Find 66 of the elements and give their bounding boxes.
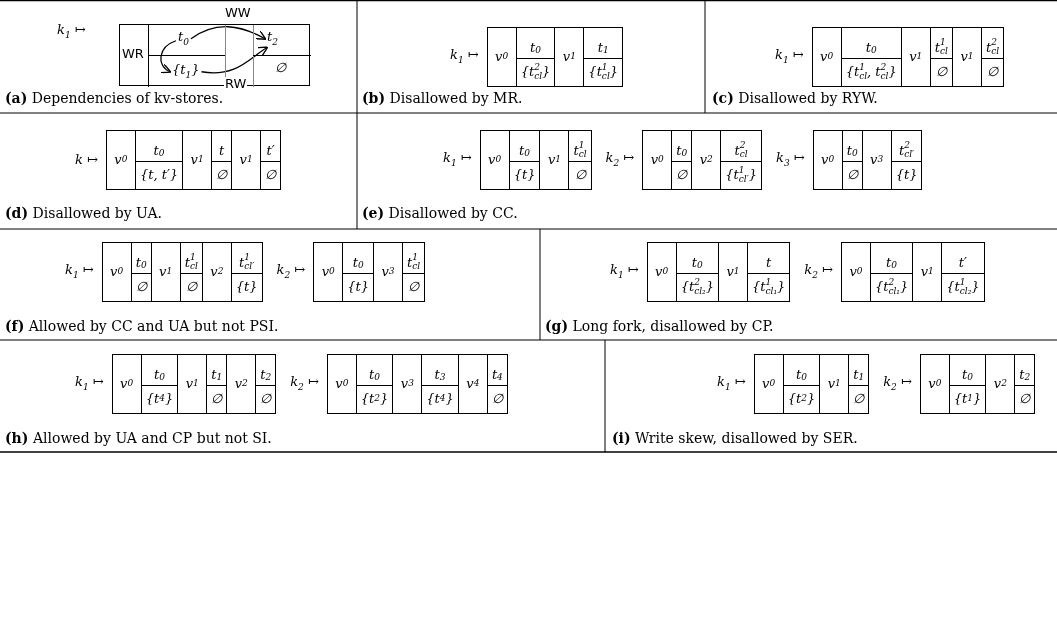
caption: (a) Dependencies of kv-stores. <box>5 90 224 106</box>
table-cell-text: ∅ <box>215 166 229 185</box>
table-cell-text: ∅ <box>986 63 1000 82</box>
math-label: k$_{1}$ ↦ <box>717 375 746 393</box>
math-label: k$_{1}$ ↦ <box>610 263 639 281</box>
caption: (e) Disallowed by CC. <box>362 205 518 221</box>
table-cell-text: {t$^{1}$$_{cl′}$} <box>724 164 758 187</box>
table-cell-text: {t$^{1}$$_{cl₁}$} <box>750 276 787 299</box>
arrow <box>159 40 177 73</box>
math-label: k$_{1}$ ↦ <box>775 48 804 66</box>
table-cell-text: {t$^{1}$$_{cl}$, t$^{2}$$_{cl}$} <box>844 61 898 84</box>
table-cell-text: ∅ <box>490 390 505 409</box>
table-cell-text: ∅ <box>210 390 224 409</box>
math-label: k$_{1}$ ↦ <box>65 263 94 281</box>
table-cell-text: ∅ <box>264 166 278 185</box>
math-label: k$_{1}$ ↦ <box>450 48 479 66</box>
table-cell-text: {t$^{2}$$_{cl₂}$} <box>679 276 715 299</box>
table-cell-text: {t$^{1}$$_{cl₂}$} <box>945 276 981 299</box>
table-cell-text: {t} <box>234 278 259 297</box>
table-cell-text: ∅ <box>845 166 860 185</box>
edge-label: RW <box>224 77 248 90</box>
table-cell-text: ∅ <box>675 166 689 185</box>
table-cell: t <box>212 131 232 162</box>
caption: (d) Disallowed by UA. <box>5 205 163 221</box>
caption: (b) Disallowed by MR. <box>362 90 523 106</box>
table-cell-text: ∅ <box>184 278 199 297</box>
table-cell-text: ∅ <box>934 63 949 82</box>
caption: (g) Long fork, disallowed by CP. <box>545 318 774 334</box>
caption: (i) Write skew, disallowed by SER. <box>612 430 858 446</box>
table-cell-text: {t} <box>512 166 537 185</box>
math-label: ∅ <box>273 61 288 76</box>
arrow <box>190 26 267 40</box>
math-label: k$_{2}$ ↦ <box>605 151 635 169</box>
math-label: t$_{2}$ <box>265 30 280 48</box>
caption: (c) Disallowed by RYW. <box>712 90 878 106</box>
table-cell-text: ∅ <box>573 166 588 185</box>
math-label: k$_{1}$ ↦ <box>75 375 104 393</box>
table-cell-text: ∅ <box>259 390 273 409</box>
table-cell-text: ∅ <box>852 390 866 409</box>
math-label: k ↦ <box>75 152 98 168</box>
math-label: k$_{2}$ ↦ <box>276 263 306 281</box>
edge-label: WW <box>224 6 252 19</box>
caption: (f) Allowed by CC and UA but not PSI. <box>5 318 279 334</box>
table-cell: t′ <box>942 243 984 274</box>
table-cell-text: ∅ <box>1018 390 1032 409</box>
table-cell-text: {t} <box>894 166 919 185</box>
caption: (h) Allowed by UA and CP but not SI. <box>5 430 272 446</box>
arrow <box>200 46 269 74</box>
table-cell: t <box>747 243 790 274</box>
table-cell-text: {t$^{1}$$_{cl}$} <box>587 61 620 84</box>
edge-label: WR <box>121 47 145 60</box>
table-cell-text: {t, t′} <box>138 166 180 185</box>
table-cell-text: {t$^{2}$$_{cl₁}$} <box>873 276 910 299</box>
math-label: k$_{1}$ ↦ <box>57 23 86 41</box>
math-label: k$_{2}$ ↦ <box>290 375 319 393</box>
math-label: k$_{2}$ ↦ <box>883 375 912 393</box>
table-cell-text: ∅ <box>407 278 421 297</box>
math-label: t$_{0}$ <box>176 30 191 48</box>
table-cell-text: ∅ <box>134 278 149 297</box>
table-cell: t′ <box>261 131 281 162</box>
math-label: k$_{2}$ ↦ <box>804 263 833 281</box>
math-label: k$_{3}$ ↦ <box>776 151 805 169</box>
math-label: {t$_{1}$} <box>170 63 202 81</box>
table-cell-text: {t$^{2}$$_{cl}$} <box>519 61 552 84</box>
table-cell-text: {t} <box>346 278 371 297</box>
math-label: k$_{1}$ ↦ <box>443 151 472 169</box>
